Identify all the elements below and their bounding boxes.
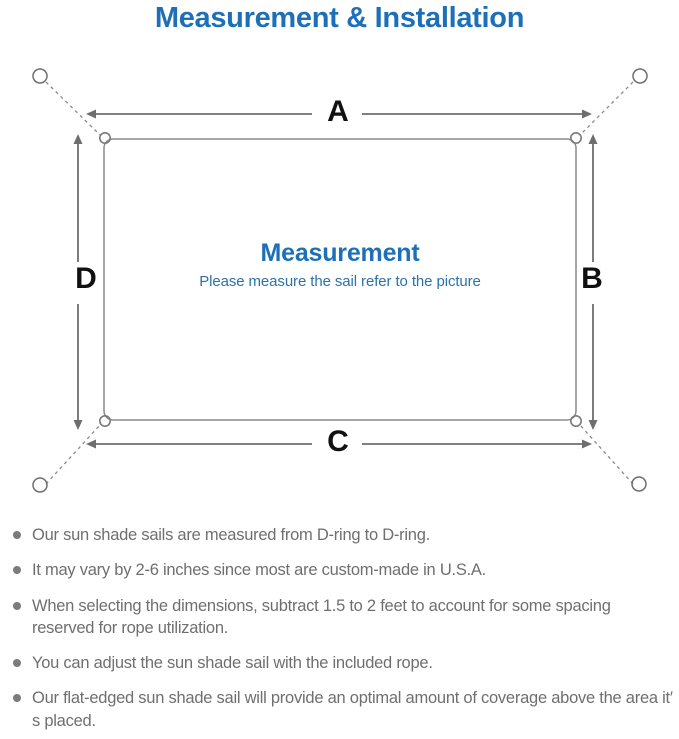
- note-item: When selecting the dimensions, subtract …: [0, 595, 679, 640]
- note-text: Our sun shade sails are measured from D-…: [32, 526, 430, 544]
- rope-lines: [45, 81, 634, 485]
- dimension-label-b: B: [581, 262, 603, 295]
- rope-line-bottom-right: [579, 424, 634, 485]
- bullet-icon: [13, 531, 21, 539]
- sail-dring-top-right-icon: [569, 132, 582, 145]
- sail-dring-bottom-left-icon: [99, 414, 112, 427]
- note-text: You can adjust the sun shade sail with t…: [32, 654, 433, 673]
- note-text: Our flat-edged sun shade sail will provi…: [32, 689, 673, 730]
- rope-line-bottom-left: [45, 424, 101, 485]
- sail-outline: [103, 138, 577, 421]
- bullet-icon: [13, 694, 21, 703]
- anchor-rings: [32, 68, 648, 493]
- note-item: Our flat-edged sun shade sail will provi…: [0, 687, 679, 732]
- anchor-ring-top-right-icon: [632, 68, 648, 84]
- anchor-ring-bottom-right-icon: [631, 476, 647, 492]
- dimension-label-c: C: [327, 425, 349, 458]
- note-item: Our sun shade sails are measured from D-…: [0, 524, 679, 546]
- dimension-label-a: A: [327, 95, 349, 128]
- note-text: When selecting the dimensions, subtract …: [32, 596, 611, 637]
- bullet-icon: [13, 566, 21, 575]
- anchor-ring-top-left-icon: [32, 68, 48, 84]
- note-item: You can adjust the sun shade sail with t…: [0, 652, 679, 674]
- note-item: It may vary by 2-6 inches since most are…: [0, 559, 679, 581]
- note-text: It may vary by 2-6 inches since most are…: [32, 561, 487, 580]
- anchor-ring-bottom-left-icon: [32, 477, 48, 493]
- page-title: Measurement & Installation: [154, 2, 525, 34]
- dimension-label-d: D: [75, 262, 97, 295]
- rope-line-top-left: [45, 81, 101, 136]
- sail-dring-bottom-right-icon: [569, 414, 582, 427]
- sail-d-rings: [99, 132, 582, 427]
- sail-dring-top-left-icon: [99, 132, 112, 145]
- bullet-icon: [13, 601, 21, 610]
- measurement-diagram: A B C D Measurement Please measure the s…: [0, 48, 679, 518]
- notes-list: Our sun shade sails are measured from D-…: [0, 524, 679, 732]
- bullet-icon: [13, 659, 21, 668]
- diagram-canvas: [32, 68, 648, 493]
- rope-line-top-right: [579, 81, 634, 136]
